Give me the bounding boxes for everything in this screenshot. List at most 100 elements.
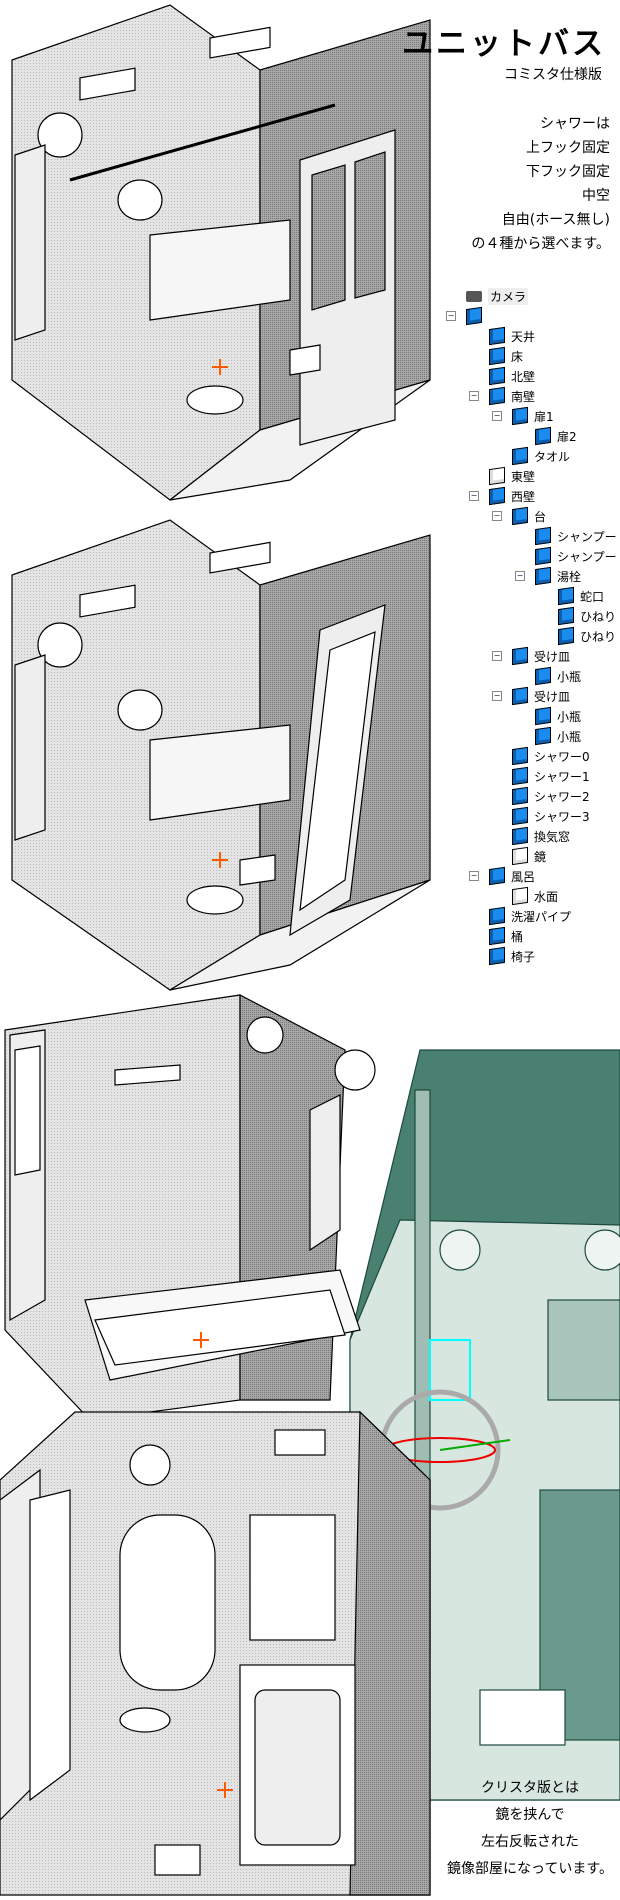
layer-cube-icon — [535, 526, 551, 546]
note-line: 自由(ホース無し) — [501, 212, 610, 228]
note-line: シャワーは — [540, 116, 610, 132]
tree-item[interactable]: カメラ — [466, 286, 529, 306]
collapse-toggle[interactable]: − — [515, 571, 525, 581]
note-line: 鏡像部屋になっています。 — [447, 1861, 613, 1877]
collapse-toggle[interactable]: − — [469, 871, 479, 881]
tree-item[interactable]: 台 — [512, 506, 546, 526]
tree-item[interactable]: 扉2 — [535, 426, 577, 446]
tree-item-label: 桶 — [511, 929, 524, 944]
layer-cube-icon — [558, 606, 574, 626]
tree-item[interactable]: ひねり — [558, 606, 616, 626]
layer-cube-icon — [512, 406, 528, 426]
layer-cube-icon — [512, 746, 528, 766]
tree-item[interactable]: 湯栓 — [535, 566, 581, 586]
layer-cube-icon — [535, 666, 551, 686]
tree-item[interactable]: 扉1 — [512, 406, 554, 426]
layer-cube-icon — [535, 566, 551, 586]
tree-item[interactable]: シャンプー — [535, 546, 617, 566]
tree-item[interactable]: 小瓶 — [535, 726, 581, 746]
mirror-notes: クリスタ版とは 鏡を挟んで 左右反転された 鏡像部屋になっています。 — [440, 1775, 620, 1883]
layer-cube-icon — [512, 646, 528, 666]
tree-item[interactable]: 小瓶 — [535, 666, 581, 686]
tree-item-label: カメラ — [488, 287, 529, 305]
layer-cube-icon — [512, 446, 528, 466]
layer-cube-icon — [489, 346, 505, 366]
tree-item[interactable]: 蛇口 — [558, 586, 604, 606]
note-line: の４種から選べます。 — [471, 236, 610, 252]
tree-item-label: シャンプー — [557, 549, 617, 564]
tree-item[interactable]: 床 — [489, 346, 523, 366]
tree-item-label: ひねり — [580, 609, 617, 624]
tree-item[interactable]: シャワー2 — [512, 786, 590, 806]
tree-item[interactable]: 天井 — [489, 326, 535, 346]
tree-item[interactable]: 椅子 — [489, 946, 535, 966]
collapse-toggle[interactable]: − — [469, 391, 479, 401]
note-line: 中空 — [582, 188, 610, 204]
tree-item[interactable]: シャンプー — [535, 526, 617, 546]
tree-item[interactable]: ひねり — [558, 626, 616, 646]
tree-item[interactable]: 受け皿 — [512, 646, 570, 666]
tree-item-label: 小瓶 — [557, 709, 582, 724]
tree-item-label: 南壁 — [511, 389, 536, 404]
tree-item[interactable]: 東壁 — [489, 466, 535, 486]
mirror-room-view — [349, 1049, 620, 1801]
layer-cube-icon — [489, 946, 505, 966]
layer-cube-icon — [535, 546, 551, 566]
tree-item[interactable]: シャワー3 — [512, 806, 590, 826]
layer-cube-icon — [512, 806, 528, 826]
collapse-toggle[interactable]: − — [492, 691, 502, 701]
room-view-4 — [0, 1410, 431, 1896]
tree-item[interactable]: 桶 — [489, 926, 523, 946]
tree-item-label: 床 — [511, 349, 524, 364]
tree-item[interactable]: 小瓶 — [535, 706, 581, 726]
layer-cube-icon — [466, 306, 482, 326]
tree-item-label: 鏡 — [534, 849, 547, 864]
tree-item[interactable]: 西壁 — [489, 486, 535, 506]
collapse-toggle[interactable]: − — [492, 511, 502, 521]
tree-item-label: シャンプー — [557, 529, 617, 544]
tree-item-label: シャワー2 — [534, 789, 590, 804]
tree-item[interactable]: 南壁 — [489, 386, 535, 406]
tree-item-label: シャワー1 — [534, 769, 590, 784]
tree-item-label: タオル — [534, 449, 571, 464]
tree-item[interactable]: タオル — [512, 446, 570, 466]
layer-cube-icon — [535, 726, 551, 746]
tree-item-label: 北壁 — [511, 369, 536, 384]
tree-item[interactable]: 北壁 — [489, 366, 535, 386]
page-title: ユニットバス — [402, 26, 606, 62]
shower-notes: シャワーは 上フック固定 下フック固定 中空 自由(ホース無し) の４種から選べ… — [471, 112, 610, 256]
collapse-toggle[interactable]: − — [469, 491, 479, 501]
layer-cube-icon — [512, 886, 528, 906]
tree-item[interactable]: 受け皿 — [512, 686, 570, 706]
layer-cube-icon — [512, 506, 528, 526]
tree-item[interactable]: 水面 — [512, 886, 558, 906]
layer-cube-icon — [489, 866, 505, 886]
tree-item-label: 風呂 — [511, 869, 536, 884]
note-line: クリスタ版とは — [481, 1780, 579, 1796]
layer-cube-icon — [489, 366, 505, 386]
room-view-1 — [11, 4, 431, 501]
tree-item[interactable]: 鏡 — [512, 846, 546, 866]
tree-item[interactable] — [466, 306, 488, 326]
collapse-toggle[interactable]: − — [492, 651, 502, 661]
layer-cube-icon — [489, 906, 505, 926]
tree-item[interactable]: 風呂 — [489, 866, 535, 886]
tree-item-label: 換気窓 — [534, 829, 571, 844]
tree-item[interactable]: 換気窓 — [512, 826, 570, 846]
tree-item-label: 椅子 — [511, 949, 536, 964]
camera-icon — [466, 290, 482, 302]
tree-item-label: 東壁 — [511, 469, 536, 484]
collapse-toggle[interactable]: − — [492, 411, 502, 421]
tree-item-label: 洗濯パイプ — [511, 909, 572, 924]
layer-cube-icon — [535, 706, 551, 726]
tree-item-label: 西壁 — [511, 489, 536, 504]
tree-item[interactable]: シャワー0 — [512, 746, 590, 766]
layer-cube-icon — [489, 386, 505, 406]
tree-item[interactable]: シャワー1 — [512, 766, 590, 786]
layer-cube-icon — [512, 826, 528, 846]
layer-cube-icon — [558, 626, 574, 646]
note-line: 左右反転された — [481, 1834, 579, 1850]
tree-item[interactable]: 洗濯パイプ — [489, 906, 571, 926]
collapse-toggle[interactable]: − — [446, 311, 456, 321]
